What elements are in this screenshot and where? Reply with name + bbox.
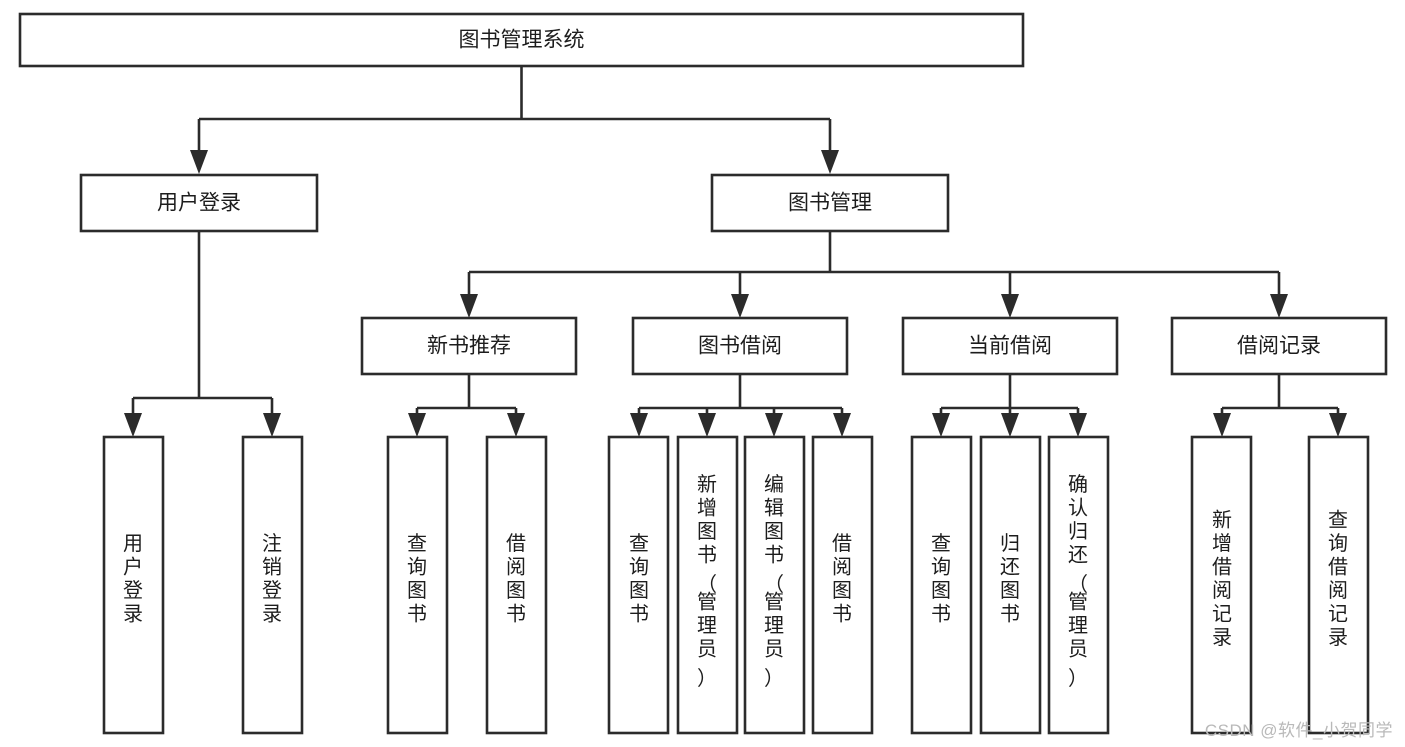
node-borrow-record-label: 借阅记录 (1237, 335, 1321, 358)
node-leaf-user-login-box[interactable] (102, 435, 165, 735)
connector-group-book-manage (460, 231, 1288, 318)
node-current-borrow-label: 当前借阅 (968, 335, 1052, 358)
node-leaf-query-book-3-box[interactable] (910, 435, 973, 735)
node-leaf-query-book-2-box[interactable] (607, 435, 670, 735)
node-borrow-record-box[interactable] (1170, 316, 1388, 376)
node-leaf-query-book-1-box[interactable] (386, 435, 449, 735)
node-root-box[interactable] (18, 12, 1025, 68)
connector-group-root (190, 66, 839, 174)
node-leaf-user-login[interactable]: 用户登录 (102, 435, 165, 735)
node-leaf-query-record-label: 查询借阅记录 (1328, 508, 1348, 649)
arrowhead-leaf-add-record (1213, 413, 1231, 437)
node-leaf-add-book[interactable]: 新增图书（管理员） (676, 435, 739, 735)
node-new-book-recommend-box[interactable] (360, 316, 578, 376)
connector-group-current-borrow (932, 374, 1087, 437)
node-leaf-return-book-box[interactable] (979, 435, 1042, 735)
node-leaf-query-book-2[interactable]: 查询图书 (607, 435, 670, 735)
csdn-watermark: CSDN @软件_小贺同学 (1204, 721, 1393, 740)
connector-group-user-login (124, 231, 281, 437)
node-leaf-borrow-book-2-label: 借阅图书 (832, 532, 852, 626)
node-leaf-add-book-box[interactable] (676, 435, 739, 735)
node-leaf-query-record[interactable]: 查询借阅记录 (1307, 435, 1370, 735)
arrowhead-leaf-user-login (124, 413, 142, 437)
node-leaf-user-logout[interactable]: 注销登录 (241, 435, 304, 735)
node-leaf-edit-book-box[interactable] (743, 435, 806, 735)
arrowhead-book-borrow (731, 294, 749, 318)
arrowhead-leaf-borrow-book-2 (833, 413, 851, 437)
node-book-manage[interactable]: 图书管理 (710, 173, 950, 233)
node-book-borrow-box[interactable] (631, 316, 849, 376)
node-leaf-query-book-1-label: 查询图书 (407, 532, 427, 626)
node-leaf-borrow-book-1-box[interactable] (485, 435, 548, 735)
node-user-login[interactable]: 用户登录 (79, 173, 319, 233)
node-book-borrow[interactable]: 图书借阅 (631, 316, 849, 376)
node-leaf-confirm-return[interactable]: 确认归还（管理员） (1047, 435, 1110, 735)
node-leaf-query-book-3-label: 查询图书 (931, 532, 951, 626)
arrowhead-new-book-recommend (460, 294, 478, 318)
arrowhead-leaf-user-logout (263, 413, 281, 437)
node-leaf-borrow-book-2-box[interactable] (811, 435, 874, 735)
arrowhead-book-manage (821, 150, 839, 174)
arrowhead-leaf-query-book-1 (408, 413, 426, 437)
node-user-login-box[interactable] (79, 173, 319, 233)
node-book-manage-label: 图书管理 (788, 192, 872, 215)
node-current-borrow[interactable]: 当前借阅 (901, 316, 1119, 376)
connector-group-book-borrow (630, 374, 851, 437)
node-leaf-borrow-book-1-label: 借阅图书 (506, 532, 526, 626)
node-leaf-user-login-label: 用户登录 (123, 533, 143, 626)
arrowhead-borrow-record (1270, 294, 1288, 318)
arrowhead-leaf-add-book (698, 413, 716, 437)
arrowhead-leaf-edit-book (765, 413, 783, 437)
node-leaf-query-book-3[interactable]: 查询图书 (910, 435, 973, 735)
node-borrow-record[interactable]: 借阅记录 (1170, 316, 1388, 376)
node-leaf-add-record[interactable]: 新增借阅记录 (1190, 435, 1253, 735)
node-root[interactable]: 图书管理系统 (18, 12, 1025, 68)
node-leaf-user-logout-box[interactable] (241, 435, 304, 735)
node-book-manage-box[interactable] (710, 173, 950, 233)
node-user-login-label: 用户登录 (157, 192, 241, 215)
node-root-label: 图书管理系统 (459, 29, 585, 52)
connector-group-new-book-recommend (408, 374, 525, 437)
node-book-borrow-label: 图书借阅 (698, 335, 782, 358)
arrowhead-user-login (190, 150, 208, 174)
node-leaf-return-book[interactable]: 归还图书 (979, 435, 1042, 735)
node-leaf-confirm-return-box[interactable] (1047, 435, 1110, 735)
node-leaf-user-logout-label: 注销登录 (262, 532, 282, 626)
arrowhead-leaf-borrow-book-1 (507, 413, 525, 437)
node-new-book-recommend[interactable]: 新书推荐 (360, 316, 578, 376)
node-leaf-query-book-1[interactable]: 查询图书 (386, 435, 449, 735)
node-leaf-add-book-label: 新增图书（管理员） (697, 473, 717, 690)
arrowhead-leaf-query-book-2 (630, 413, 648, 437)
arrowhead-leaf-confirm-return (1069, 413, 1087, 437)
node-leaf-borrow-book-2[interactable]: 借阅图书 (811, 435, 874, 735)
node-leaf-query-book-2-label: 查询图书 (629, 532, 649, 626)
node-leaf-edit-book[interactable]: 编辑图书（管理员） (743, 435, 806, 735)
arrowhead-leaf-query-record (1329, 413, 1347, 437)
connector-group-borrow-record (1213, 374, 1347, 437)
node-current-borrow-box[interactable] (901, 316, 1119, 376)
node-new-book-recommend-label: 新书推荐 (427, 335, 511, 358)
node-leaf-add-record-box[interactable] (1190, 435, 1253, 735)
node-leaf-return-book-label: 归还图书 (1000, 532, 1020, 626)
node-leaf-confirm-return-label: 确认归还（管理员） (1068, 473, 1088, 690)
arrowhead-leaf-return-book (1001, 413, 1019, 437)
node-leaf-edit-book-label: 编辑图书（管理员） (764, 473, 784, 690)
node-leaf-add-record-label: 新增借阅记录 (1212, 508, 1232, 649)
arrowhead-current-borrow (1001, 294, 1019, 318)
arrowhead-leaf-query-book-3 (932, 413, 950, 437)
node-leaf-query-record-box[interactable] (1307, 435, 1370, 735)
node-leaf-borrow-book-1[interactable]: 借阅图书 (485, 435, 548, 735)
